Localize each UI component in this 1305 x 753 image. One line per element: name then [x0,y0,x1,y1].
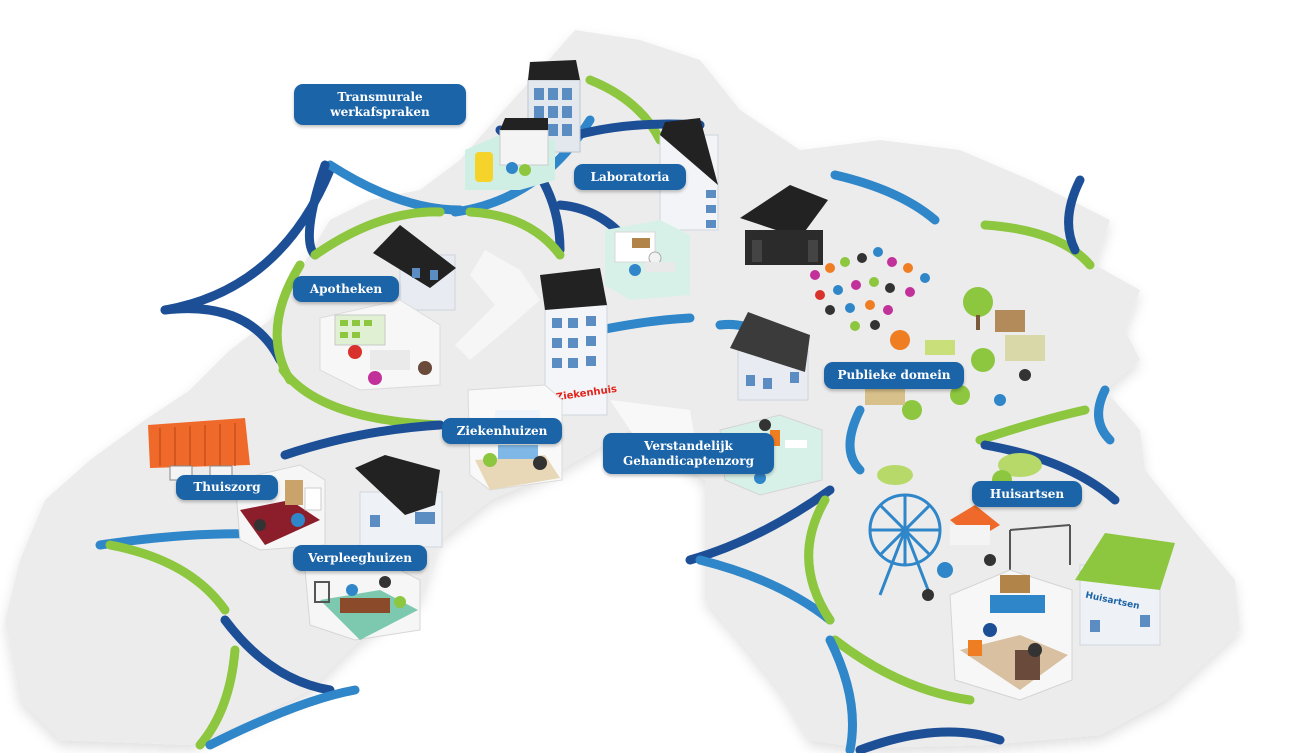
apotheken-interior [319,299,441,391]
label-verpleeghuizen[interactable]: Verpleeghuizen [293,545,427,571]
label-laboratoria[interactable]: Laboratoria [574,164,686,190]
huisartsen-office [949,569,1073,701]
label-huisartsen[interactable]: Huisartsen [972,481,1082,507]
label-publieke-domein[interactable]: Publieke domein [824,362,964,389]
verstandelijk-building [730,312,810,401]
label-apotheken[interactable]: Apotheken [293,276,399,302]
huisartsen-building: Huisartsen [1075,533,1175,646]
road [455,250,540,360]
publieke-stage [740,185,828,265]
label-thuiszorg[interactable]: Thuiszorg [176,475,278,500]
laboratoria-garage [465,118,555,190]
laboratoria-lab-room [605,220,690,300]
publieke-park [865,287,1045,420]
label-transmurale-werkafspraken[interactable]: Transmurale werkafspraken [294,84,466,125]
verpleeghuizen-room [304,559,421,641]
huisartsen-playground [868,453,1071,601]
label-ziekenhuizen[interactable]: Ziekenhuizen [442,418,562,444]
apotheken-building [373,225,456,311]
verpleeghuizen-building [355,455,443,548]
publieke-crowd [810,247,930,331]
label-verstandelijk-gehandicaptenzorg[interactable]: Verstandelijk Gehandicaptenzorg [603,433,774,474]
